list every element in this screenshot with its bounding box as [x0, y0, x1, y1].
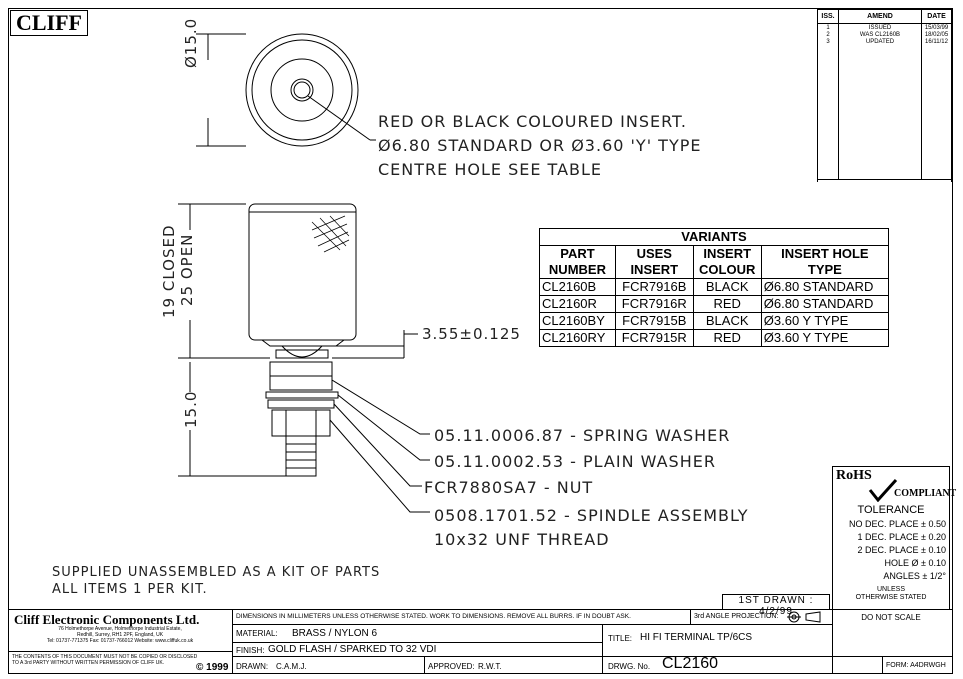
form-number: FORM: A4DRWGH: [886, 662, 946, 669]
rohs-mark: RoHS: [836, 468, 872, 483]
do-not-scale: DO NOT SCALE: [861, 613, 921, 622]
diameter-dim: Ø15.0: [182, 17, 200, 68]
drwg-label: DRWG. No.: [608, 662, 651, 671]
drawing-frame: [8, 8, 953, 674]
callout-plain-washer: 05.11.0002.53 - PLAIN WASHER: [434, 452, 716, 471]
company-name: Cliff Electronic Components Ltd.: [14, 612, 200, 627]
drawn-value: C.A.M.J.: [276, 662, 307, 671]
length-closed-dim: 19 CLOSED: [160, 224, 178, 318]
cliff-logo: CLIFF: [10, 10, 88, 36]
checkmark-icon: [868, 478, 898, 502]
drawn-label: DRAWN:: [236, 662, 269, 671]
projection-label: 3rd ANGLE PROJECTION:: [694, 613, 779, 620]
callout-spindle-2: 10x32 UNF THREAD: [434, 530, 610, 549]
callout-insert-3: CENTRE HOLE SEE TABLE: [378, 160, 603, 179]
rev-header-iss: ISS.: [817, 9, 839, 24]
drawing-number: CL2160: [662, 655, 719, 672]
title-label: TITLE:: [608, 634, 633, 643]
first-drawn: 1ST DRAWN : 4/2/99: [722, 594, 830, 617]
tolerance-title: TOLERANCE: [857, 504, 925, 516]
variants-title: VARIANTS: [539, 228, 889, 246]
title-value: HI FI TERMINAL TP/6CS: [640, 632, 753, 643]
finish-value: GOLD FLASH / SPARKED TO 32 VDI: [268, 644, 437, 655]
approved-label: APPROVED:: [428, 662, 475, 671]
projection-symbol-icon: [787, 611, 821, 623]
tolerance-dim: 3.55±0.125: [422, 325, 521, 343]
rohs-compliant: COMPLIANT: [894, 488, 957, 499]
copyright-notice: THE CONTENTS OF THIS DOCUMENT MUST NOT B…: [12, 654, 198, 666]
copyright-year: © 1999: [196, 662, 229, 673]
tolerance-lines: NO DEC. PLACE ± 0.50 1 DEC. PLACE ± 0.20…: [849, 519, 946, 581]
spindle-length-dim: 15.0: [182, 390, 200, 428]
supply-note-2: ALL ITEMS 1 PER KIT.: [52, 582, 208, 597]
company-address: 76 Holmethorpe Avenue, Holmethorpe Indus…: [46, 626, 194, 644]
callout-insert-1: RED OR BLACK COLOURED INSERT.: [378, 112, 688, 131]
material-label: MATERIAL:: [236, 629, 278, 638]
callout-nut: FCR7880SA7 - NUT: [424, 478, 594, 497]
supply-note-1: SUPPLIED UNASSEMBLED AS A KIT OF PARTS: [52, 565, 381, 580]
material-value: BRASS / NYLON 6: [292, 628, 378, 639]
finish-label: FINISH:: [236, 646, 265, 655]
callout-spring-washer: 05.11.0006.87 - SPRING WASHER: [434, 426, 731, 445]
callout-insert-2: Ø6.80 STANDARD OR Ø3.60 'Y' TYPE: [378, 136, 702, 155]
callout-spindle-1: 0508.1701.52 - SPINDLE ASSEMBLY: [434, 506, 749, 525]
rev-header-date: DATE: [921, 9, 952, 24]
tolerance-unless: UNLESS OTHERWISE STATED: [855, 586, 927, 601]
length-open-dim: 25 OPEN: [178, 233, 196, 306]
dimensions-note: DIMENSIONS IN MILLIMETERS UNLESS OTHERWI…: [236, 613, 631, 620]
approved-value: R.W.T.: [478, 662, 502, 671]
